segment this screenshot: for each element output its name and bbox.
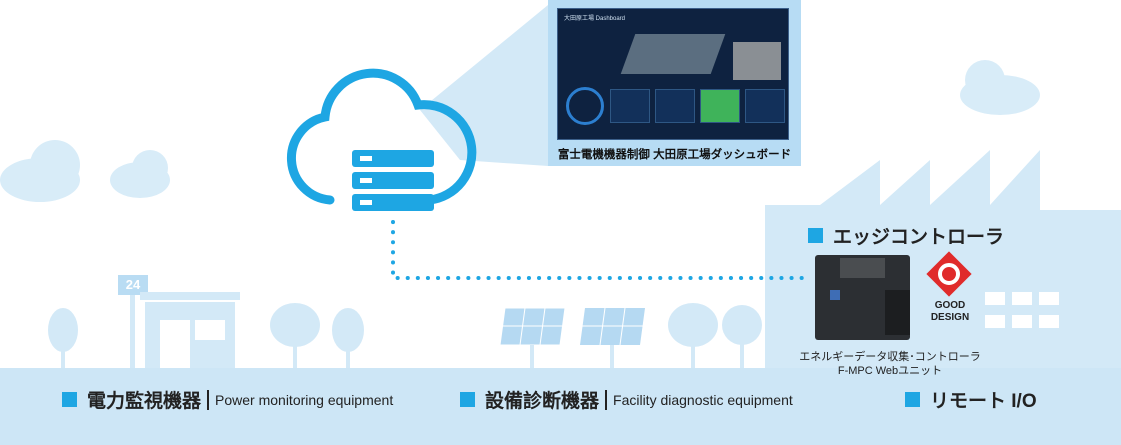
cloud-decor bbox=[0, 60, 1040, 202]
f-mpc-device bbox=[815, 255, 910, 340]
edge-controller-title: エッジコントローラ bbox=[808, 222, 1004, 249]
square-bullet-icon bbox=[62, 392, 77, 407]
dashboard-caption: 富士電機機器制御 大田原工場ダッシュボード bbox=[557, 149, 792, 161]
square-bullet-icon bbox=[905, 392, 920, 407]
factory-windows bbox=[985, 292, 1059, 328]
cloud-icon bbox=[286, 68, 477, 205]
square-bullet-icon bbox=[460, 392, 475, 407]
server-icon bbox=[352, 150, 434, 211]
dashboard-screenshot: 大田原工場 Dashboard bbox=[557, 8, 789, 140]
trees bbox=[48, 303, 762, 370]
dashboard-screen-title: 大田原工場 Dashboard bbox=[564, 16, 626, 22]
solar-panels bbox=[499, 307, 645, 370]
dashboard-preview: 大田原工場 Dashboard 富士電機機器制御 大田原工場ダッシュボード bbox=[548, 0, 801, 166]
beam bbox=[420, 5, 548, 166]
square-bullet-icon bbox=[808, 228, 823, 243]
store bbox=[118, 275, 240, 370]
connection-line bbox=[391, 220, 810, 280]
ground bbox=[0, 368, 1121, 445]
store-sign: 24 bbox=[125, 277, 141, 292]
label-remote-io: リモート I/O bbox=[905, 386, 1037, 413]
